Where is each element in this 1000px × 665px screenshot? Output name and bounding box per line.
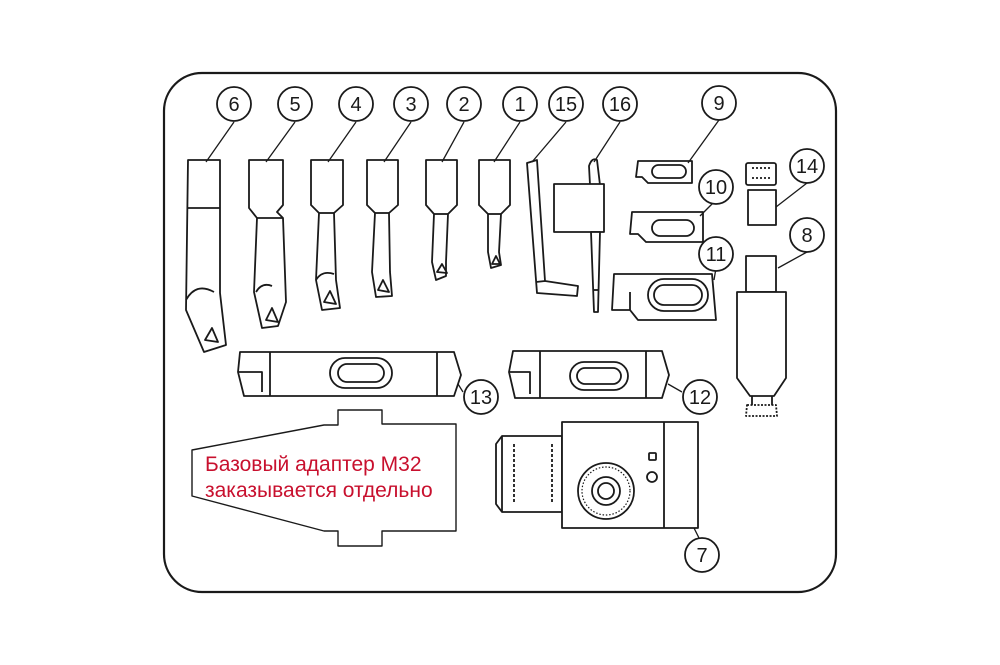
callout-1: 1 — [514, 94, 525, 116]
clamp-10 — [629, 211, 704, 243]
callout-6: 6 — [228, 94, 239, 116]
bushing-8 — [736, 255, 787, 417]
holder-12 — [508, 350, 670, 399]
callout-4: 4 — [350, 94, 361, 116]
callout-3: 3 — [405, 94, 416, 116]
adapter-note-line-1: Базовый адаптер М32 — [205, 453, 422, 476]
t-wrench-16 — [553, 158, 605, 313]
callout-13: 13 — [470, 387, 492, 409]
boring-bar-3 — [366, 159, 399, 298]
callout-9: 9 — [713, 93, 724, 115]
base-adapter-outline — [191, 409, 457, 547]
callout-14: 14 — [796, 156, 818, 178]
callout-15: 15 — [555, 94, 577, 116]
callout-12: 12 — [689, 387, 711, 409]
holder-13 — [237, 351, 462, 397]
hex-key-15 — [526, 159, 579, 297]
boring-bar-1 — [478, 159, 511, 269]
boring-bar-5 — [248, 159, 287, 329]
callout-10: 10 — [705, 177, 727, 199]
boring-bar-6 — [185, 159, 227, 353]
boring-bar-2 — [425, 159, 458, 281]
clamp-11 — [611, 273, 717, 321]
boring-head-7 — [495, 421, 699, 529]
part-14 — [745, 162, 777, 226]
callout-7: 7 — [696, 545, 707, 567]
adapter-note-line-2: заказывается отдельно — [205, 479, 433, 502]
adapter-note: Базовый адаптер М32 заказывается отдельн… — [205, 452, 455, 504]
boring-bar-4 — [310, 159, 344, 311]
clamp-9 — [635, 160, 693, 184]
callout-16: 16 — [609, 94, 631, 116]
callout-5: 5 — [289, 94, 300, 116]
callout-8: 8 — [801, 225, 812, 247]
callout-2: 2 — [458, 94, 469, 116]
callout-11: 11 — [706, 244, 727, 266]
